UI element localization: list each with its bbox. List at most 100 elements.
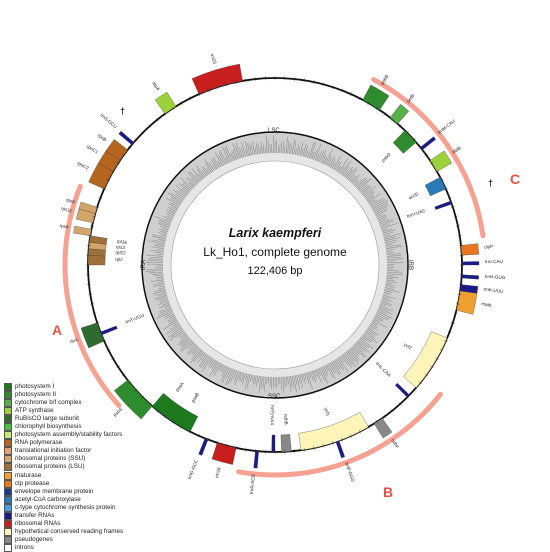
gene-block-rrn16	[212, 443, 236, 465]
legend-label: c-type cytochrome synthesis protein	[15, 504, 115, 512]
legend-item: hypothetical conserved reading frames	[4, 528, 174, 536]
gene-label-psaa: psaA	[174, 380, 185, 392]
gene-block-atpb	[430, 151, 452, 172]
legend-label: maturase	[15, 472, 41, 480]
gene-block-rps4	[74, 226, 92, 236]
legend-swatch	[4, 520, 12, 528]
legend-label: transfer RNAs	[15, 512, 55, 520]
region-c-label: C	[510, 171, 520, 187]
legend-item: chlorophyll biosynthesis	[4, 423, 174, 431]
gene-block-ycf1	[299, 412, 369, 450]
legend-label: cytochrome b/f complex	[15, 399, 82, 407]
legend-label: photosystem assembly/stability factors	[15, 431, 122, 439]
gene-label-psbd: psbD	[381, 151, 393, 162]
gene-label-rrn16: rrn16	[214, 466, 222, 478]
gene-label-trnh-gug: trnH-GUG	[485, 274, 506, 280]
legend-item: RuBisCO large subunit	[4, 415, 174, 423]
gene-block-matk	[456, 291, 477, 314]
legend-swatch	[4, 472, 12, 480]
gene-block-trns-gcu	[119, 131, 134, 145]
gene-label-rpob: rpoB	[97, 133, 108, 143]
legend-label: photosystem II	[15, 391, 56, 399]
gene-label-ycf2: ycf2	[403, 342, 413, 351]
legend-item: maturase	[4, 472, 174, 480]
gene-block-rpl2	[88, 255, 105, 265]
legend-label: RNA polymerase	[15, 439, 62, 447]
lsc-label: LSC	[268, 128, 280, 134]
legend-swatch	[4, 544, 12, 552]
legend-swatch	[4, 383, 12, 391]
legend-swatch	[4, 528, 12, 536]
genome-size: 122,406 bp	[175, 265, 375, 277]
gene-label-rpl22: rpl22	[115, 250, 126, 256]
gene-label-trns-gcu: trnS-GCU	[99, 112, 118, 129]
legend-label: envelope membrane protein	[15, 488, 93, 496]
gene-block-ndhb	[281, 434, 291, 452]
legend-item: cytochrome b/f complex	[4, 399, 174, 407]
legend-item: photosystem II	[4, 391, 174, 399]
gene-block-trni-cau	[462, 261, 479, 265]
legend-item: ATP synthase	[4, 407, 174, 415]
gene-label-psab: psaB	[190, 392, 200, 404]
legend-swatch	[4, 423, 12, 431]
gene-label-trng-gcc: trnG-GCC	[187, 458, 199, 480]
gene-block-trng-gcc	[199, 438, 208, 455]
legend-item: translational initiation factor	[4, 447, 174, 455]
legend-item: ribosomal proteins (SSU)	[4, 455, 174, 463]
gene-label-rps4: rps4	[59, 223, 69, 230]
legend-swatch	[4, 480, 12, 488]
gene-label-trnk-uuu: trnK-UUU	[483, 287, 503, 294]
gene-label-ycf1: ycf1	[323, 407, 331, 417]
species-title: Larix kaempferi	[175, 226, 375, 240]
legend-label: chlorophyll biosynthesis	[15, 423, 82, 431]
legend-swatch	[4, 439, 12, 447]
gene-label-trni-cau: trnI-CAU	[485, 259, 503, 264]
legend-label: ribosomal proteins (LSU)	[15, 463, 85, 471]
legend-swatch	[4, 415, 12, 423]
legend-item: photosystem assembly/stability factors	[4, 431, 174, 439]
gene-label-trnt-ugu: trnT-UGU	[125, 313, 145, 325]
legend-item: RNA polymerase	[4, 439, 174, 447]
legend-item: transfer RNAs	[4, 512, 174, 520]
gene-label-trnm-cau: trnM-CAU	[437, 118, 456, 135]
gene-block-trnt-ugu	[100, 326, 117, 335]
legend-item: ribosomal proteins (LSU)	[4, 463, 174, 471]
legend-label: ribosomal RNAs	[15, 520, 61, 528]
gene-block-trnr-acg	[254, 451, 259, 468]
legend-label: RuBisCO large subunit	[15, 415, 79, 423]
legend-item: photosystem I	[4, 383, 174, 391]
legend-swatch	[4, 399, 12, 407]
gene-label-ndhf: ndhF	[390, 438, 400, 450]
legend-label: clp protease	[15, 480, 49, 488]
legend-item: ribosomal RNAs	[4, 520, 174, 528]
gene-block-ycf2	[403, 331, 447, 387]
gene-block-rrn23	[192, 64, 243, 94]
legend-swatch	[4, 431, 12, 439]
gene-block-clpp	[461, 244, 479, 256]
legend-swatch	[4, 391, 12, 399]
gene-label-atpb: atpB	[451, 145, 462, 154]
gene-block-psbd	[393, 130, 416, 153]
gene-block-trnm-cau	[420, 137, 435, 150]
gene-label-trnr-acg: trnR-ACG	[249, 473, 256, 494]
ssc-label: SSC	[268, 394, 280, 400]
gene-label-atpa: atpA	[151, 81, 161, 92]
legend-item: introns	[4, 544, 174, 552]
legend-swatch	[4, 455, 12, 463]
gene-label-ndhb: ndhB	[283, 414, 289, 425]
gene-block-rbcl	[81, 323, 104, 348]
dagger-marker-left: †	[120, 106, 125, 116]
legend-item: pseudogenes	[4, 536, 174, 544]
legend-item: c-type cytochrome synthesis protein	[4, 504, 174, 512]
gene-block-trnp-ggg	[336, 441, 345, 458]
legend-swatch	[4, 496, 12, 504]
legend-swatch	[4, 447, 12, 455]
legend-swatch	[4, 407, 12, 415]
ira-label: IRA	[141, 260, 147, 270]
gene-label-rpoc1: rpoC1	[86, 144, 100, 155]
legend-label: introns	[15, 544, 34, 552]
legend-swatch	[4, 463, 12, 471]
legend-label: hypothetical conserved reading frames	[15, 528, 123, 536]
gene-block-trnl-caa	[395, 383, 409, 397]
